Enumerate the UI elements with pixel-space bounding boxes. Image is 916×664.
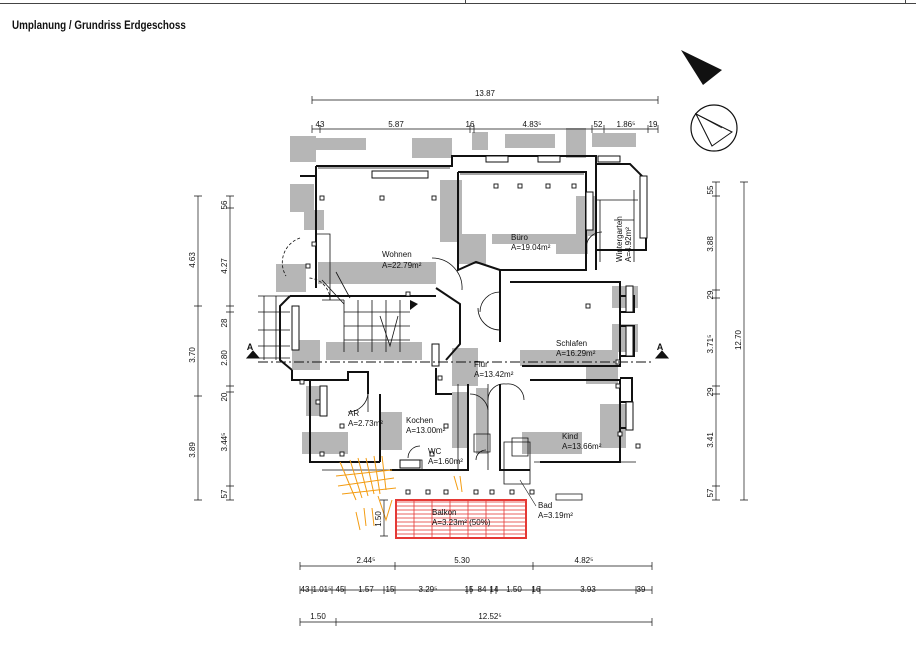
dim-bottom-2: 14 [490,585,499,594]
dim-bottom-2: 43 [301,585,310,594]
room-name-schlafen: Schlafen [556,339,587,348]
dim-bottom-3: 1.50 [310,612,326,621]
dim-bottom-2: 84 [478,585,487,594]
room-labels: Wohnen A=22.79m² Büro A=19.04m² Winterga… [348,216,633,527]
dim-left-inner: 3.44⁵ [220,433,229,452]
room-area-flur: A=13.42m² [474,370,514,379]
room-name-kochen: Kochen [406,416,433,425]
section-line [245,350,670,363]
room-name-bad: Bad [538,501,552,510]
dim-right-inner: 55 [706,185,715,194]
dim-bottom-2: 15 [465,585,474,594]
dim-bottom-3: 12.52⁵ [478,612,501,621]
room-area-buero: A=19.04m² [511,243,551,252]
room-name-ar: AR [348,409,359,418]
north-arrow-icon [681,50,738,152]
dim-right-inner: 3.71⁵ [706,335,715,354]
dim-left-outer: 4.63 [188,252,197,268]
dim-bottom-2: 45 [336,585,345,594]
section-mark-left: A [247,342,254,352]
dim-left-outer: 3.70 [188,347,197,363]
dim-right-outer: 12.70 [734,329,743,350]
dim-right-inner: 3.88 [706,236,715,252]
dim-left-inner: 28 [220,318,229,327]
dim-bottom-1: 5.30 [454,556,470,565]
dimension-texts: 13.87 43 5.87 16 4.83⁵ 52 1.86⁵ 19 4.63 … [188,89,743,621]
dimension-lines [194,96,748,626]
dim-top: 1.86⁵ [617,120,636,129]
room-area-schlafen: A=16.29m² [556,349,596,358]
stair-direction-icon [410,300,418,310]
dim-bottom-2: 39 [637,585,646,594]
frame-tick [905,0,906,4]
dim-bottom-2: 1.01⁵ [313,585,332,594]
dim-balcony-depth: 1.50 [374,511,383,527]
room-area-bad: A=3.19m² [538,511,573,520]
dim-right-inner: 3.41 [706,432,715,448]
dim-bottom-2: 1.50 [506,585,522,594]
room-area-ar: A=2.73m² [348,419,383,428]
dim-left-outer: 3.89 [188,442,197,458]
bad-label-leader [519,479,537,507]
sheet-frame-top [0,0,916,4]
room-name-buero: Büro [511,233,528,242]
dim-top: 43 [316,120,325,129]
dim-left-inner: 4.27 [220,258,229,274]
room-area-wintergarten: A=4.92m² [624,227,633,262]
dim-bottom-2: 16 [532,585,541,594]
dim-bottom-1: 4.82⁵ [575,556,594,565]
dim-left-inner: 20 [220,392,229,401]
section-mark-right: A [657,342,664,352]
room-area-kochen: A=13.00m² [406,426,446,435]
room-name-wc: WC [428,447,442,456]
dim-top: 5.87 [388,120,404,129]
thin-lines [258,167,638,501]
dim-bottom-1: 2.44⁵ [357,556,376,565]
dim-top: 52 [594,120,603,129]
room-name-flur: Flur [474,360,488,369]
dim-left-inner: 57 [220,489,229,498]
dim-bottom-2: 15 [386,585,395,594]
dim-top-overall: 13.87 [475,89,496,98]
dim-bottom-2: 3.29⁵ [419,585,438,594]
column-marks [299,183,641,495]
room-area-balkon: A=3.23m² (50%) [432,518,491,527]
dim-top: 19 [649,120,658,129]
dim-bottom-2: 1.57 [358,585,374,594]
frame-tick [465,0,466,4]
dim-left-inner: 56 [220,200,229,209]
dim-top: 16 [466,120,475,129]
room-name-kind: Kind [562,432,578,441]
dim-left-inner: 2.80 [220,350,229,366]
room-name-balkon: Balkon [432,508,456,517]
balcony-stair-sketch [335,455,463,531]
room-area-wc: A=1.60m² [428,457,463,466]
dim-top: 4.83⁵ [523,120,542,129]
room-area-wohnen: A=22.79m² [382,261,422,270]
dim-right-inner: 57 [706,488,715,497]
room-area-kind: A=13.66m² [562,442,602,451]
dim-bottom-2: 3.93 [580,585,596,594]
room-name-wohnen: Wohnen [382,250,412,259]
plan-title: Umplanung / Grundriss Erdgeschoss [12,18,186,32]
dim-right-inner: 29 [706,387,715,396]
dim-right-inner: 29 [706,290,715,299]
door-swings [281,231,603,461]
room-name-wintergarten: Wintergarten [615,216,624,262]
balcony-hatched [395,499,527,539]
